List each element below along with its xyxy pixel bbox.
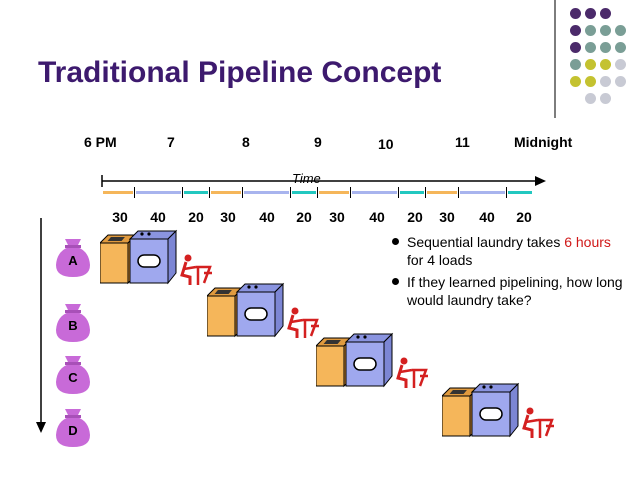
decor-dot-grey-4 — [585, 93, 596, 104]
folder-person-icon — [522, 407, 554, 438]
segment-fold-1 — [184, 191, 208, 194]
segment-wash-3 — [319, 191, 349, 194]
bag-d-icon — [56, 409, 90, 447]
laundry-station-d — [442, 382, 554, 438]
bag-b-icon — [56, 304, 90, 342]
bullet-text-end: for 4 loads — [407, 252, 473, 268]
segment-tick — [506, 187, 507, 198]
segment-tick — [134, 187, 135, 198]
decor-dot-grey-3 — [615, 76, 626, 87]
task-label-b: B — [68, 318, 78, 333]
bullet-text: If they learned pipelining, how long wou… — [407, 274, 623, 308]
segment-tick — [182, 187, 183, 198]
segment-wash-4 — [427, 191, 457, 194]
decor-dot-olive-1 — [585, 59, 596, 70]
time-label-midnight: Midnight — [514, 134, 573, 150]
duration-label: 30 — [329, 209, 345, 225]
bullet-text: Sequential laundry takes — [407, 234, 565, 250]
segment-tick — [242, 187, 243, 198]
decor-dot-teal-6 — [615, 42, 626, 53]
decor-dot-purple-5 — [570, 42, 581, 53]
segment-wash-2 — [211, 191, 241, 194]
duration-label: 40 — [479, 209, 495, 225]
duration-label: 40 — [369, 209, 385, 225]
segment-tick — [317, 187, 318, 198]
decor-dot-teal-2 — [600, 25, 611, 36]
segment-tick — [398, 187, 399, 198]
washer-icon — [207, 286, 245, 338]
bag-c-icon — [56, 356, 90, 394]
segment-fold-3 — [400, 191, 424, 194]
bag-a-icon — [56, 239, 90, 277]
segment-tick — [425, 187, 426, 198]
segment-wash-1 — [103, 191, 133, 194]
bullet-highlight: 6 hours — [564, 234, 611, 250]
decor-dot-teal-1 — [585, 25, 596, 36]
segment-tick — [458, 187, 459, 198]
folder-person-icon — [287, 307, 319, 338]
dryer-icon — [344, 332, 394, 388]
segment-dry-1 — [136, 191, 181, 194]
time-label-10: 10 — [378, 136, 394, 152]
time-label-6pm: 6 PM — [84, 134, 117, 150]
time-label-9: 9 — [314, 134, 322, 150]
segment-tick — [350, 187, 351, 198]
decor-dot-purple-1 — [570, 8, 581, 19]
decor-dot-grey-1 — [615, 59, 626, 70]
bullet-item: If they learned pipelining, how long wou… — [392, 273, 624, 309]
decor-dot-grey-2 — [600, 76, 611, 87]
task-label-a: A — [68, 253, 78, 268]
segment-dry-2 — [244, 191, 289, 194]
bullet-list: Sequential laundry takes 6 hours for 4 l… — [392, 233, 624, 313]
decor-dot-grey-5 — [600, 93, 611, 104]
segment-dry-3 — [352, 191, 397, 194]
laundry-station-a — [100, 229, 212, 285]
slide-title: Traditional Pipeline Concept — [38, 56, 442, 89]
laundry-station-b — [207, 282, 319, 338]
decor-dot-teal-4 — [585, 42, 596, 53]
decor-dot-teal-3 — [615, 25, 626, 36]
duration-label: 20 — [296, 209, 312, 225]
decor-dot-teal-5 — [600, 42, 611, 53]
dryer-icon — [235, 282, 285, 338]
segment-fold-2 — [292, 191, 316, 194]
decor-dot-olive-4 — [585, 76, 596, 87]
segment-fold-4 — [508, 191, 532, 194]
bullet-dot-icon — [392, 238, 399, 245]
duration-label: 20 — [516, 209, 532, 225]
duration-label: 20 — [188, 209, 204, 225]
segment-dry-4 — [460, 191, 505, 194]
time-axis-caption: Time — [292, 171, 321, 186]
decor-dot-teal-7 — [570, 59, 581, 70]
bullet-item: Sequential laundry takes 6 hours for 4 l… — [392, 233, 624, 269]
task-label-d: D — [68, 423, 78, 438]
vertical-rule — [554, 0, 556, 118]
duration-label: 40 — [259, 209, 275, 225]
decor-dot-purple-3 — [600, 8, 611, 19]
dryer-icon — [470, 382, 520, 438]
task-label-c: C — [68, 370, 78, 385]
laundry-station-c — [316, 332, 428, 388]
time-label-7: 7 — [167, 134, 175, 150]
duration-label: 20 — [407, 209, 423, 225]
segment-tick — [290, 187, 291, 198]
folder-person-icon — [180, 254, 212, 285]
folder-person-icon — [396, 357, 428, 388]
decor-dot-olive-3 — [570, 76, 581, 87]
decor-dot-purple-2 — [585, 8, 596, 19]
bullet-dot-icon — [392, 278, 399, 285]
segment-tick — [209, 187, 210, 198]
time-label-11: 11 — [455, 134, 470, 150]
decor-dot-purple-4 — [570, 25, 581, 36]
duration-label: 40 — [150, 209, 166, 225]
decor-dot-olive-2 — [600, 59, 611, 70]
duration-label: 30 — [439, 209, 455, 225]
dryer-icon — [128, 229, 178, 285]
duration-label: 30 — [220, 209, 236, 225]
time-label-8: 8 — [242, 134, 250, 150]
duration-label: 30 — [112, 209, 128, 225]
